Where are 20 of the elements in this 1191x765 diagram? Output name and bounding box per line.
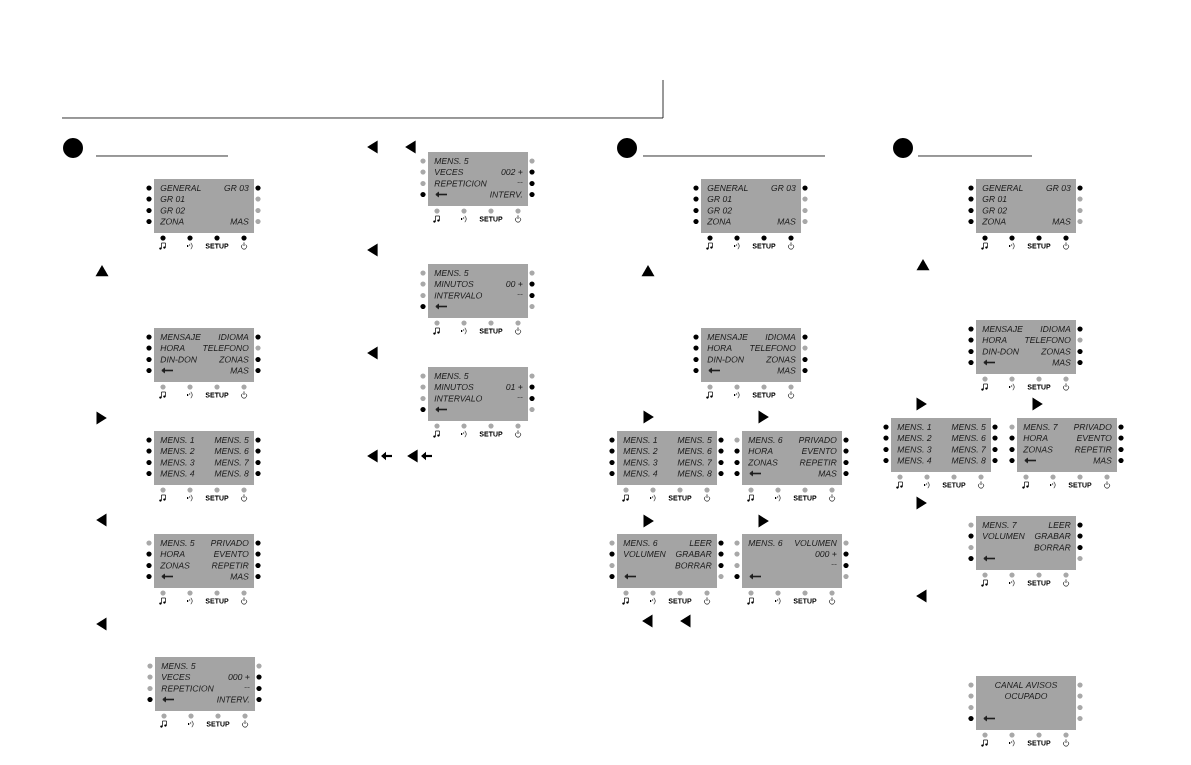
lcd-screen: MENSAJE IDIOMA HORA TELEFONO DIN-DON ZONAS MAS bbox=[976, 320, 1076, 374]
lcd-screen: MENS. 5 VECES 000 + REPETICION -- INTERV. bbox=[155, 657, 255, 711]
lcd-screen: MENS. 6 VOLUMEN 000 + -- bbox=[742, 534, 842, 588]
lcd-screen: GENERAL GR 03 GR 01 GR 02 ZONA MAS bbox=[976, 179, 1076, 233]
lcd-screen: MENS. 7 LEER VOLUMEN GRABAR BORRAR bbox=[976, 516, 1076, 570]
lcd-screen: GENERAL GR 03 GR 01 GR 02 ZONA MAS bbox=[154, 179, 254, 233]
lcd-screen: MENS. 6 LEER VOLUMEN GRABAR BORRAR bbox=[617, 534, 717, 588]
lcd-screen: MENS. 6 PRIVADO HORA EVENTO ZONAS REPETIR MAS bbox=[742, 431, 842, 485]
lcd-screen: MENS. 7 PRIVADO HORA EVENTO ZONAS REPETIR MAS bbox=[1017, 418, 1117, 472]
lcd-screen: MENS. 1 MENS. 5 MENS. 2 MENS. 6 MENS. 3 MENS. 7 MENS. 4 MENS. 8 bbox=[617, 431, 717, 485]
lcd-screen: MENSAJE IDIOMA HORA TELEFONO DIN-DON ZONAS MAS bbox=[701, 328, 801, 382]
lcd-screen: MENS. 5 MINUTOS 00 + INTERVALO -- bbox=[428, 264, 528, 318]
lcd-screen: MENS. 5 VECES 002 + REPETICION -- INTERV. bbox=[428, 152, 528, 206]
lcd-screen: MENS. 1 MENS. 5 MENS. 2 MENS. 6 MENS. 3 MENS. 7 MENS. 4 MENS. 8 bbox=[891, 418, 991, 472]
lcd-screen: GENERAL GR 03 GR 01 GR 02 ZONA MAS bbox=[701, 179, 801, 233]
lcd-screen: MENS. 5 MINUTOS 01 + INTERVALO -- bbox=[428, 367, 528, 421]
lcd-screen: MENSAJE IDIOMA HORA TELEFONO DIN-DON ZONAS MAS bbox=[154, 328, 254, 382]
lcd-screen: CANAL AVISOS OCUPADO bbox=[976, 676, 1076, 730]
lcd-screen: MENS. 1 MENS. 5 MENS. 2 MENS. 6 MENS. 3 MENS. 7 MENS. 4 MENS. 8 bbox=[154, 431, 254, 485]
lcd-screen: MENS. 5 PRIVADO HORA EVENTO ZONAS REPETIR MAS bbox=[154, 534, 254, 588]
